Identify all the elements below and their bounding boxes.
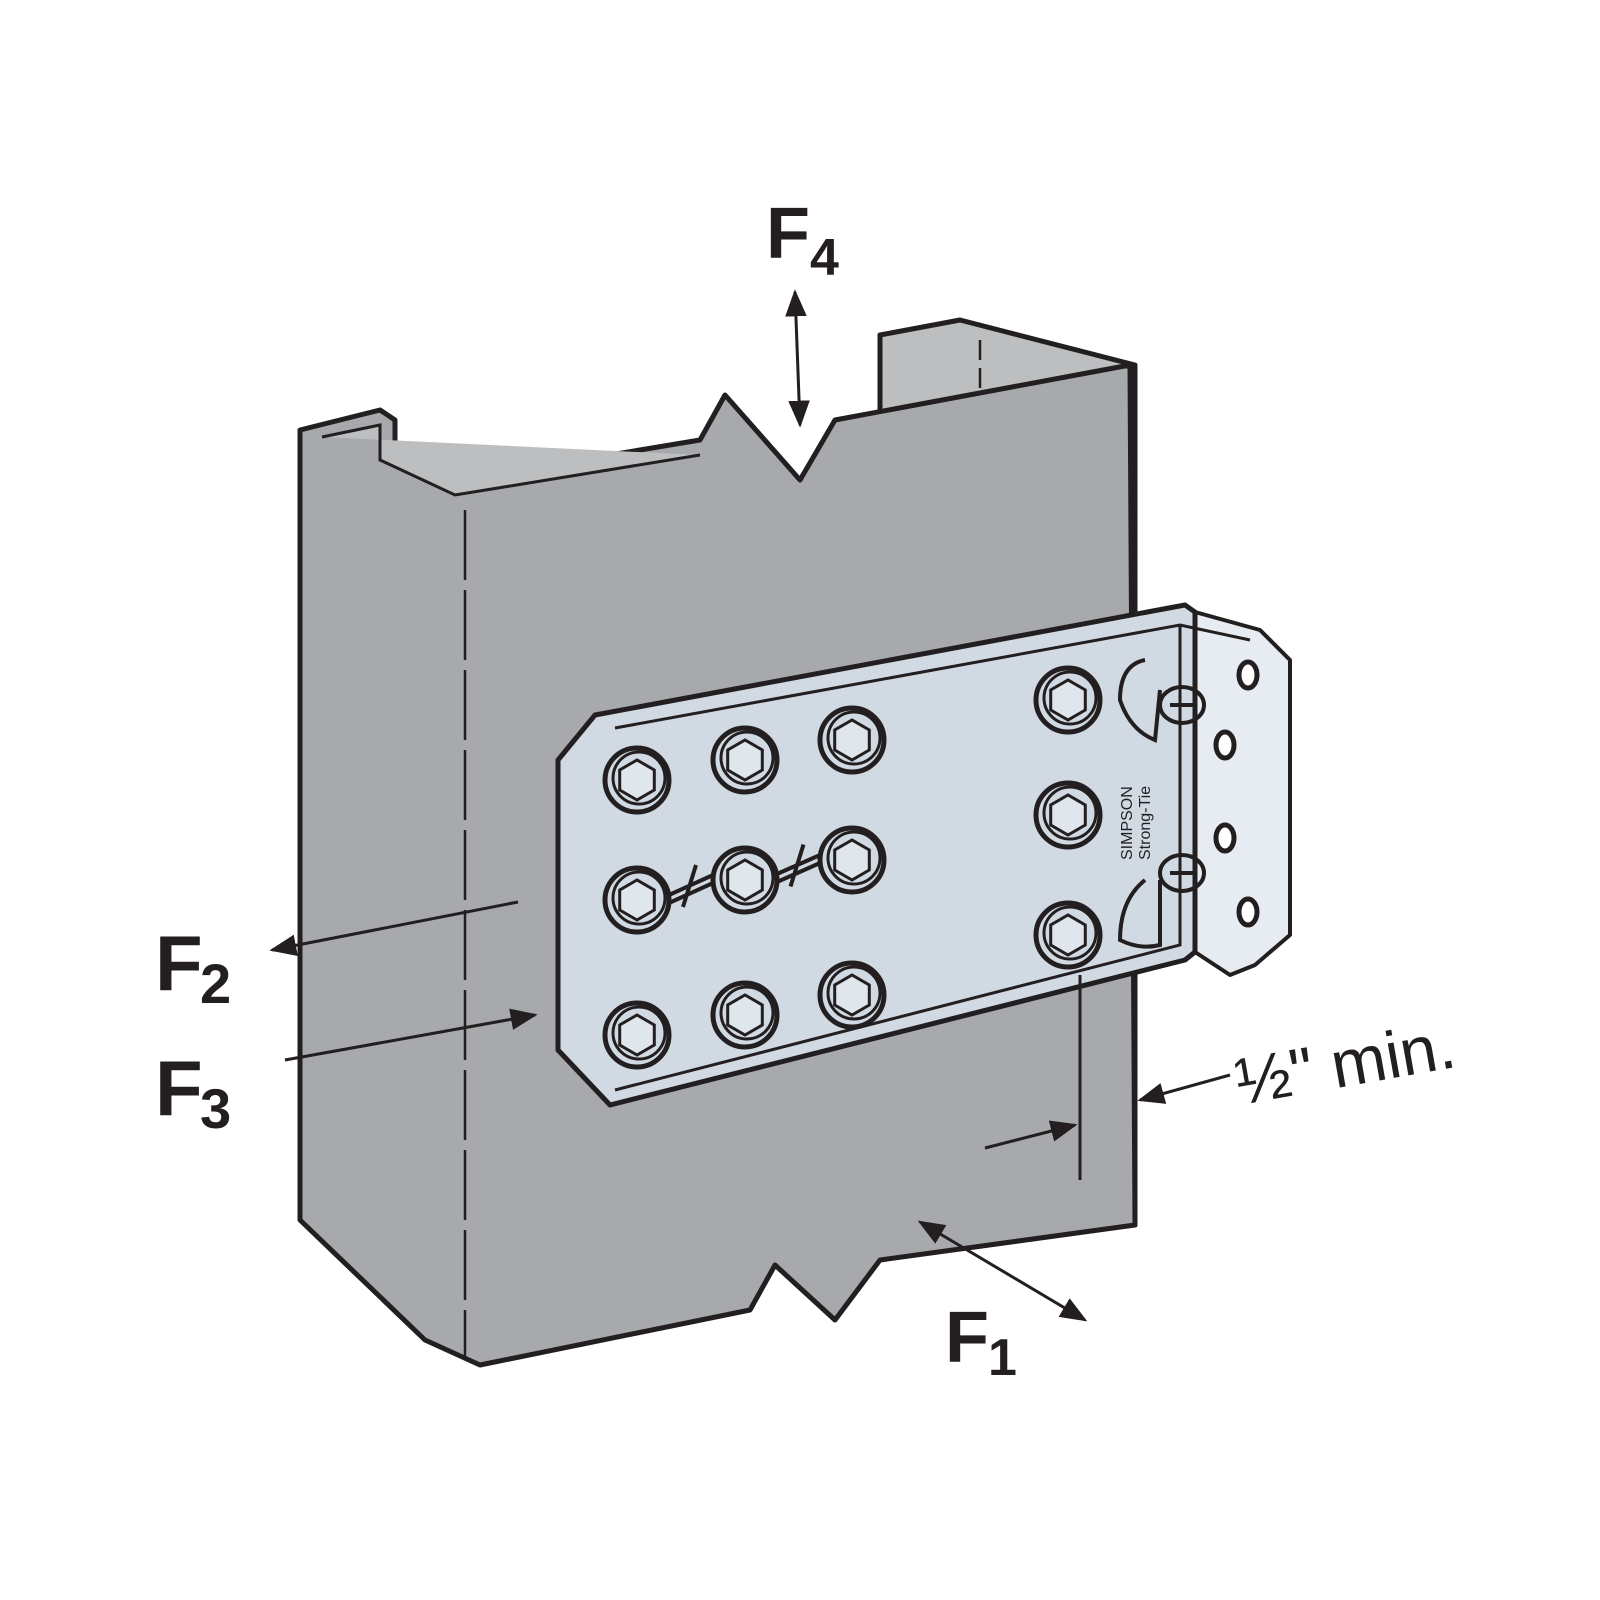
plate-bend-line [614,623,1251,1092]
arrow-dim-inner [984,1120,1078,1150]
f2-sub: 2 [200,952,231,1015]
f4-sub: 4 [810,229,839,287]
hex-screw [817,825,887,895]
f1-main: F [945,1298,989,1378]
hex-screw [602,865,672,935]
f3-sub: 3 [200,1077,231,1140]
hex-screw [710,980,780,1050]
plate-flange [1193,610,1292,977]
hex-screw [602,1000,672,1070]
connector-plate: SIMPSON Strong-Tie [555,602,1292,1108]
f4-main: F [766,194,810,274]
arrow-half-inch [1137,1073,1231,1104]
brand-line1: SIMPSON [1119,786,1136,860]
force-label-f1: F 1 [945,1298,1017,1387]
force-label-f3: F 3 [155,1044,231,1140]
force-label-f4: F 4 [766,194,839,287]
arrow-f1 [917,1220,1088,1322]
hex-screw [1033,780,1103,850]
flange-holes [1213,659,1260,928]
f3-main: F [155,1044,203,1132]
brand-text: SIMPSON Strong-Tie [1119,786,1154,860]
dimension-label: ½" min. [1230,1007,1461,1118]
f2-main: F [155,919,203,1007]
hex-screw [710,725,780,795]
stud-inner-edge [321,423,701,497]
strap-line [668,864,714,908]
f1-sub: 1 [988,1329,1017,1387]
brand-line2: Strong-Tie [1137,786,1154,860]
hex-screw [1033,900,1103,970]
hex-screw [817,705,887,775]
arrow-f2 [269,900,519,956]
strap-line [776,843,821,888]
arrow-f3 [284,1008,538,1062]
hex-screw [817,960,887,1030]
hex-screw [602,745,672,815]
arrow-f4 [785,289,810,428]
screw-group [602,665,1103,1070]
hex-screw [710,845,780,915]
plate-slots [1117,658,1206,949]
force-label-f2: F 2 [155,919,231,1015]
hex-screw [1033,665,1103,735]
force-arrows [269,289,1231,1322]
